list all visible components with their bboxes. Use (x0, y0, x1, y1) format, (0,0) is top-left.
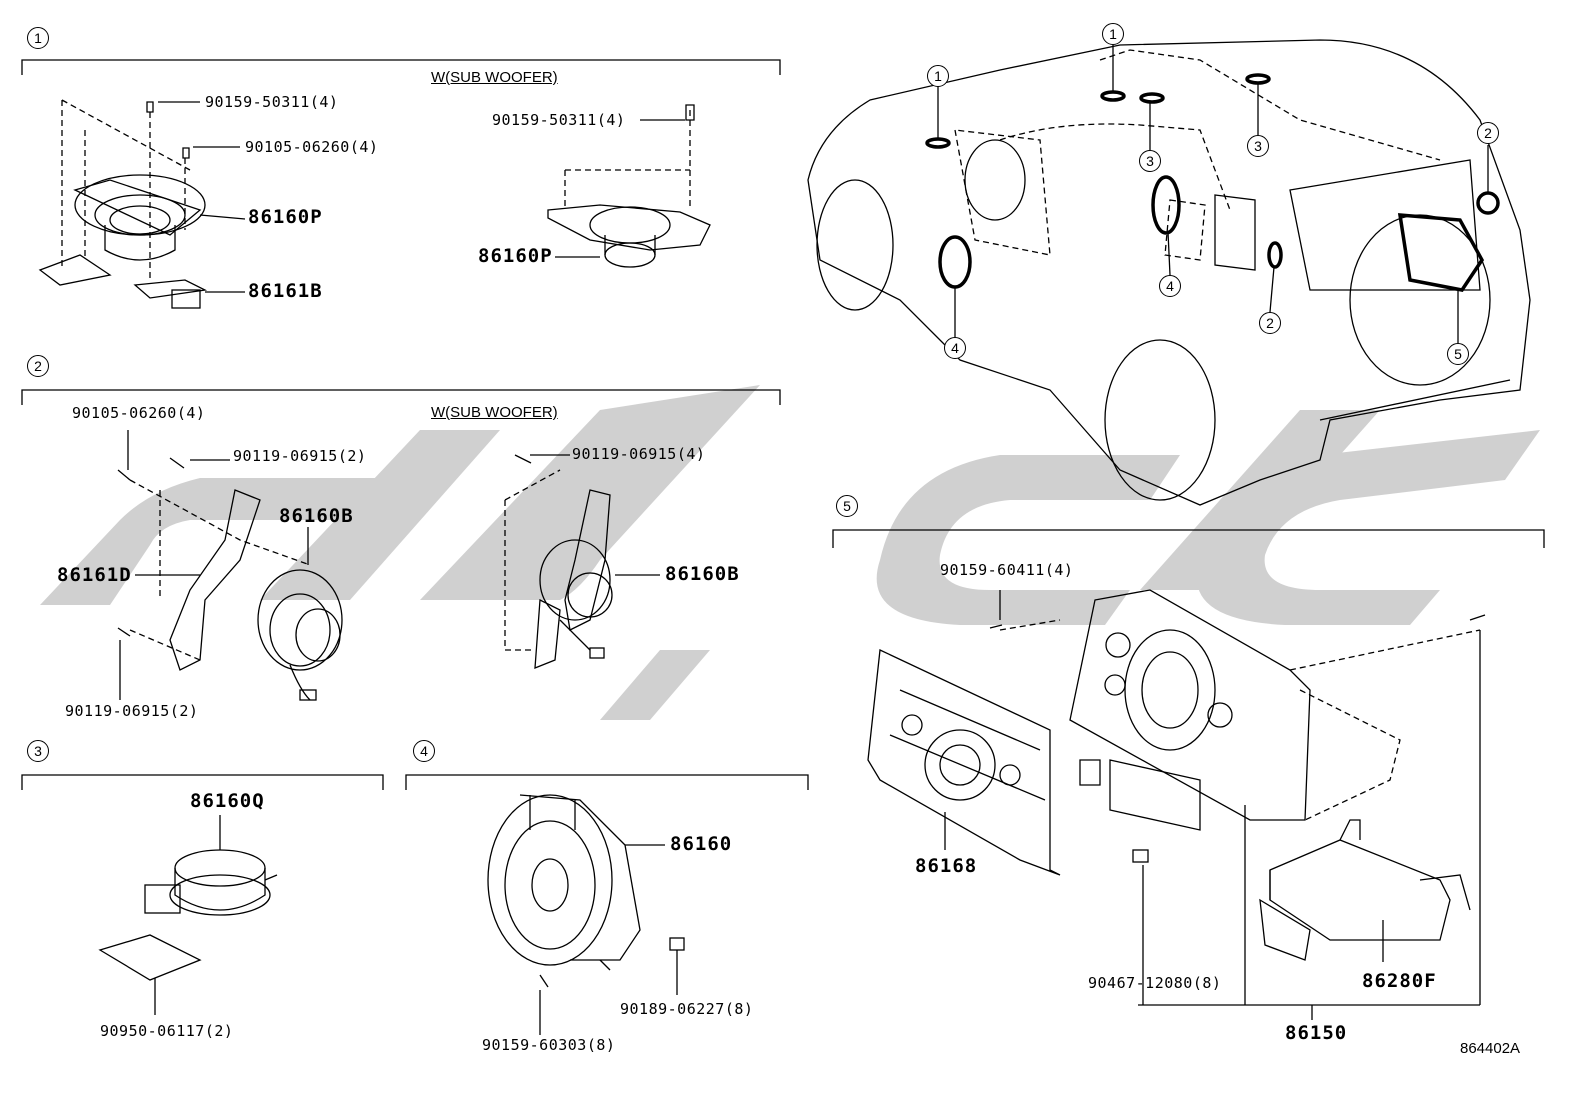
section5-bracket (832, 529, 1545, 548)
section-number-3: 3 (27, 740, 49, 762)
part-label: 90159-50311(4) (492, 111, 626, 129)
section-number-5: 5 (836, 495, 858, 517)
part-label: 90105-06260(4) (72, 404, 206, 422)
vehicle-callout: 3 (1139, 150, 1161, 172)
vehicle-callout: 1 (1102, 23, 1124, 45)
vehicle-callout: 5 (1447, 343, 1469, 365)
part-label: 86160 (670, 833, 733, 855)
speaker-86160P-subwoofer (547, 104, 711, 268)
panel-86168 (867, 649, 1061, 876)
part-label: 86160P (478, 245, 553, 267)
part-label: 90105-06260(4) (245, 138, 379, 156)
part-label: 86161B (248, 280, 323, 302)
part-label: 90950-06117(2) (100, 1022, 234, 1040)
part-label: 86160Q (190, 790, 265, 812)
vehicle-callout: 4 (1159, 275, 1181, 297)
watermark-logo (40, 385, 1540, 720)
amplifier-86280F (1259, 819, 1471, 961)
part-label: 86161D (57, 564, 132, 586)
part-label: 86160P (248, 206, 323, 228)
part-label: 90119-06915(2) (233, 447, 367, 465)
part-label: 90467-12080(8) (1088, 974, 1222, 992)
part-label: 86168 (915, 855, 978, 877)
speaker-86160B-left (117, 457, 343, 701)
speaker-unit-86150 (999, 589, 1481, 831)
section2-bracket (21, 389, 781, 405)
vehicle-callout: 2 (1259, 312, 1281, 334)
section-number-2: 2 (27, 355, 49, 377)
section3-bracket (21, 774, 384, 790)
vehicle-callout: 4 (944, 337, 966, 359)
section-number-4: 4 (413, 740, 435, 762)
tweeter-86160Q (98, 849, 278, 981)
diagram-id: 864402A (1460, 1040, 1521, 1057)
variant-label-sub-woofer-1: W(SUB WOOFER) (431, 69, 558, 86)
section1-bracket (21, 59, 781, 75)
vehicle-callout: 3 (1247, 135, 1269, 157)
part-label: 90189-06227(8) (620, 1000, 754, 1018)
part-label: 90159-60303(8) (482, 1036, 616, 1054)
part-label: 86150 (1285, 1022, 1348, 1044)
section4-bracket (405, 774, 809, 790)
vehicle-callout: 2 (1477, 122, 1499, 144)
variant-label-sub-woofer-2: W(SUB WOOFER) (431, 404, 558, 421)
part-label: 86280F (1362, 970, 1437, 992)
vehicle-callout: 1 (927, 65, 949, 87)
speaker-86160P-left (38, 99, 208, 309)
part-label: 90159-60411(4) (940, 561, 1074, 579)
part-label: 90119-06915(2) (65, 702, 199, 720)
part-label: 90119-06915(4) (572, 445, 706, 463)
vehicle-outline (807, 39, 1531, 506)
speaker-86160B-subwoofer (504, 454, 613, 669)
speaker-86160 (487, 794, 685, 988)
section-number-1: 1 (27, 27, 49, 49)
part-label: 90159-50311(4) (205, 93, 339, 111)
part-label: 86160B (279, 505, 354, 527)
part-label: 86160B (665, 563, 740, 585)
